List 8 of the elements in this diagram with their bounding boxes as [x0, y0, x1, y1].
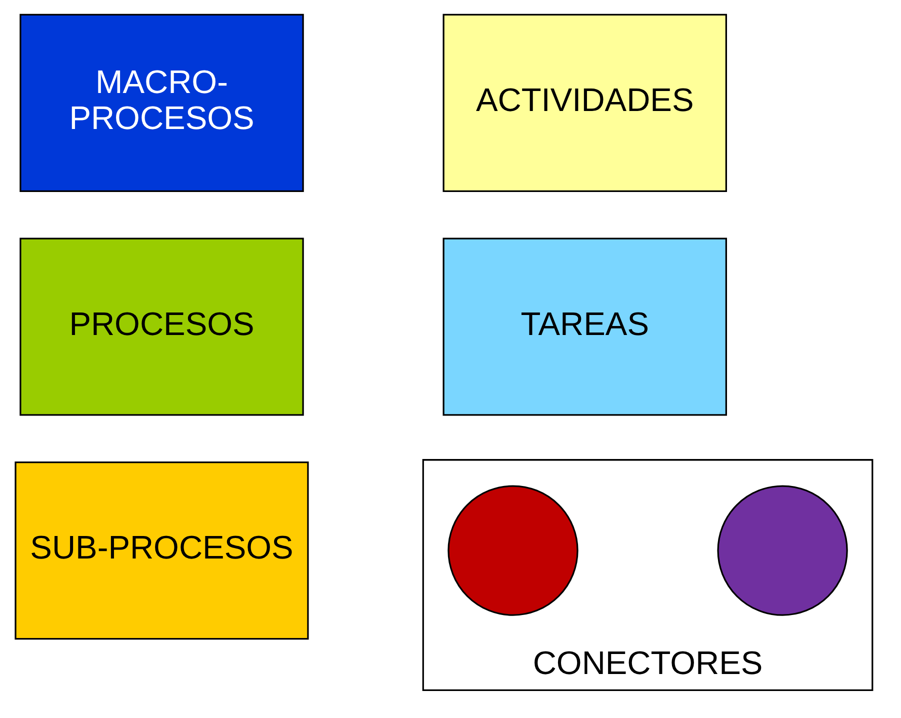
cluster: CONECTORES — [422, 459, 874, 692]
node-box: PROCESOS — [20, 238, 304, 416]
node-circle — [448, 485, 578, 616]
node-box: MACRO- PROCESOS — [20, 14, 304, 192]
node-box: ACTIVIDADES — [442, 14, 727, 192]
node-circle — [717, 485, 848, 616]
node-box: TAREAS — [442, 238, 727, 416]
node-box: SUB-PROCESOS — [14, 462, 309, 640]
